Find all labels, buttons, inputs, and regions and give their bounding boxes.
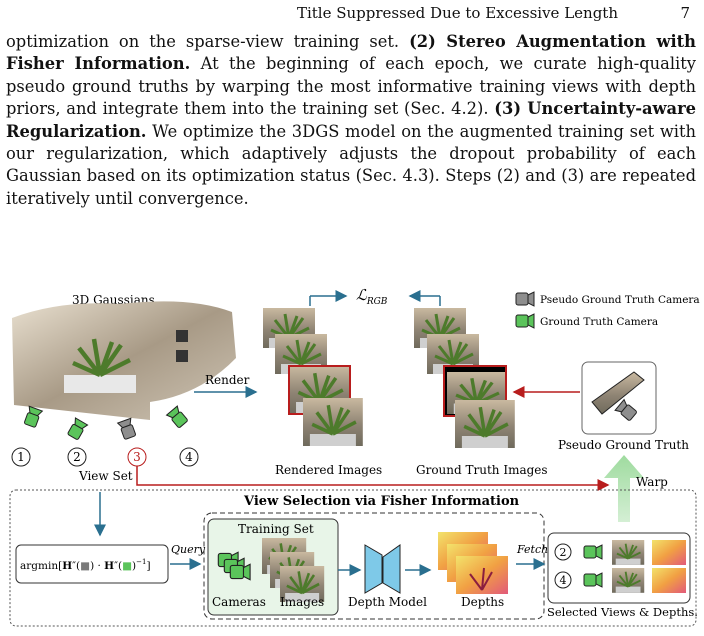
running-title: Title Suppressed Due to Excessive Length (296, 4, 618, 22)
scene-shape (176, 350, 188, 362)
page-number: 7 (680, 4, 690, 22)
depth-maps (438, 532, 508, 594)
rendered-images-label: Rendered Images (275, 463, 382, 477)
view-number-4-text: 4 (185, 450, 193, 464)
depths-label: Depths (461, 595, 504, 609)
argmin-close: ] (146, 560, 150, 572)
ground-truth-images-label: Ground Truth Images (416, 463, 548, 477)
query-label: Query (171, 543, 206, 556)
legend-gt-camera (515, 313, 535, 329)
argmin-exp: −1 (136, 558, 146, 566)
view-number-2-text: 2 (73, 450, 81, 464)
argmin-H2: H (104, 560, 114, 572)
depth-model-label: Depth Model (348, 595, 427, 609)
selected-number-2: 2 (560, 546, 567, 559)
argmin-formula: argmin[H″(■) · H″(■)−1] (20, 558, 151, 572)
rendered-images (263, 308, 363, 446)
view-camera-2 (65, 417, 89, 442)
fisher-box (9, 489, 697, 627)
fisher-title-bg (240, 492, 472, 508)
pseudo-gt-image (591, 371, 645, 415)
selected-view-4: 4 (554, 568, 686, 593)
warp-big-arrow (604, 455, 644, 522)
legend-pseudo-camera (515, 291, 535, 307)
selected-views-label: Selected Views & Depths. (547, 605, 698, 619)
view3-warp-arrow (136, 466, 610, 491)
view-number-3-text: 3 (133, 450, 141, 464)
scene-planter (64, 375, 136, 393)
images-label: Images (280, 595, 324, 609)
view-number-4: 4 (179, 447, 199, 467)
view-set-label: View Set (78, 469, 133, 483)
ground-truth-images (414, 308, 515, 448)
view-number-1-text: 1 (17, 450, 25, 464)
fisher-title: View Selection via Fisher Information (243, 494, 520, 509)
training-set-label: Training Set (238, 522, 314, 536)
para-bold-1: (2) Stereo Augmentation with Fisher Info… (6, 32, 697, 74)
render-label: Render (205, 373, 250, 387)
argmin-cam1: ■ (80, 560, 90, 572)
legend-gt-label: Ground Truth Camera (540, 316, 658, 328)
view-camera-3 (117, 417, 138, 441)
depth-model-icon (364, 544, 401, 594)
scene-shape (176, 330, 188, 342)
view-number-3: 3 (127, 447, 147, 467)
argmin-cam2: ■ (122, 560, 132, 572)
legend-pseudo-label: Pseudo Ground Truth Camera (540, 294, 700, 306)
view-camera-1 (22, 405, 43, 429)
body-paragraph: optimization on the sparse-view training… (6, 31, 696, 210)
fetch-label: Fetch (516, 543, 548, 556)
view-number-1: 1 (11, 447, 31, 467)
loss-subscript: RGB (366, 297, 388, 307)
argmin-prefix: argmin[ (20, 560, 62, 572)
loss-label: ℒRGB (356, 286, 388, 307)
loss-symbol: ℒ (356, 286, 368, 304)
running-header: Title Suppressed Due to Excessive Length… (0, 4, 704, 28)
training-dashed-box (203, 512, 545, 620)
para-text-1: optimization on the sparse-view training… (6, 32, 410, 51)
view-camera-4 (166, 405, 190, 430)
para-text-3: We optimize the 3DGS model on the augmen… (6, 121, 696, 208)
para-bold-2: (3) Uncertainty-aware Regularization. (6, 99, 697, 141)
argmin-H1: H (62, 560, 72, 572)
pseudo-gt-label: Pseudo Ground Truth (558, 438, 689, 452)
argmin-box (15, 544, 169, 584)
argmin-mid2: ″( (114, 560, 122, 572)
warp-label: Warp (636, 475, 668, 489)
argmin-mid1: ″( (72, 560, 80, 572)
argmin-end: ) (132, 560, 136, 572)
selected-number-4: 4 (560, 574, 567, 587)
cameras-label: Cameras (212, 595, 266, 609)
view-number-2: 2 (67, 447, 87, 467)
selected-view-2: 2 (554, 540, 686, 565)
para-text-2: At the beginning of each epoch, we curat… (6, 54, 697, 119)
argmin-dot: ) · (90, 560, 104, 572)
